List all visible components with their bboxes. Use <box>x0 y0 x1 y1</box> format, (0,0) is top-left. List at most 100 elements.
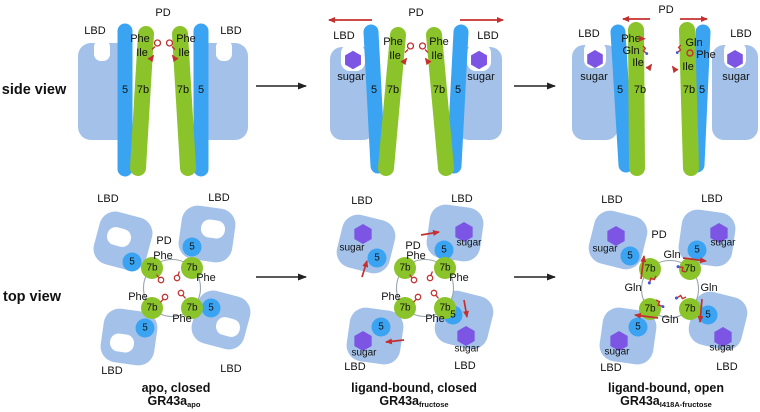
side-panel-mutant-open: PD LBD LBD Phe Gln Ile Gln Phe Ile sugar… <box>572 4 758 176</box>
movement-arrow <box>463 299 469 318</box>
helix7b-label: 7b <box>137 84 149 96</box>
helix5-label: 5 <box>694 245 700 256</box>
helix7b-circle <box>394 297 416 319</box>
helix5-label: 5 <box>208 303 214 314</box>
phenol-stem <box>151 46 156 50</box>
row-label-side-view: side view <box>2 82 67 98</box>
helix7b-label: 7b <box>146 263 158 274</box>
helix7b-label: 7b <box>644 264 656 275</box>
helix7b-label: 7b <box>186 303 198 314</box>
molecule-subscript: fructose <box>419 400 449 409</box>
movement-arrow <box>385 338 405 345</box>
caption-state: ligand-bound, closed <box>351 381 477 395</box>
lbd-label: LBD <box>344 361 365 373</box>
phe-label: Phe <box>381 291 401 303</box>
helix7b-label: 7b <box>684 304 696 315</box>
helix5-circle <box>687 240 707 260</box>
lbd-label: LBD <box>701 193 722 205</box>
helix7b-label: 7b <box>186 263 198 274</box>
sugar-label: sugar <box>710 238 736 249</box>
helix5-circle <box>628 317 648 337</box>
top-panel-apo: 5 5 5 5 7b 7b 7b 7b Phe Phe Phe Phe PD L… <box>93 192 251 377</box>
phenol-ring-icon <box>418 42 427 50</box>
helix5-circle <box>620 246 640 266</box>
helix5-label: 5 <box>705 310 711 321</box>
pd-label: PD <box>155 7 170 19</box>
lbd-body <box>457 47 502 140</box>
helix5-label: 5 <box>122 84 128 96</box>
lbd-label: LBD <box>716 361 737 373</box>
helix5-circle <box>122 252 142 272</box>
lbd-label: LBD <box>97 193 118 205</box>
gln-label: Gln <box>685 37 702 49</box>
molecule-subscript: I418A-fructose <box>660 400 712 409</box>
helix-5 <box>610 24 634 173</box>
gln-label: Gln <box>661 314 678 326</box>
helix5-circle <box>371 317 391 337</box>
helix7b-label: 7b <box>634 84 646 96</box>
sugar-label: sugar <box>456 238 482 249</box>
helix5-label: 5 <box>378 322 384 333</box>
helix5-label: 5 <box>699 84 705 96</box>
side-panel-apo: PD LBD LBD Phe Phe Ile Ile 5 7b 7b 5 <box>78 7 248 177</box>
lbd-label: LBD <box>101 365 122 377</box>
lbd-cavity <box>200 219 226 239</box>
rotation-arrow <box>634 312 659 319</box>
ile-label: Ile <box>389 50 401 62</box>
phe-label: Phe <box>196 272 216 284</box>
ile-label: Ile <box>178 47 190 59</box>
phenol-ring-icon <box>686 49 694 57</box>
helix-7b <box>378 27 406 176</box>
phenol-stem <box>171 46 176 50</box>
helix5-circle <box>434 240 454 260</box>
helix7b-circle <box>679 298 701 320</box>
side-panel-fructose-closed: PD LBD LBD Phe Phe Ile Ile sugar sugar 5… <box>328 7 504 176</box>
helix5-label: 5 <box>198 84 204 96</box>
rotation-arrow <box>697 298 704 323</box>
helix5-circle <box>135 318 155 338</box>
caption-state: ligand-bound, open <box>608 381 724 395</box>
ile-label: Ile <box>431 50 443 62</box>
ile-label: Ile <box>136 47 148 59</box>
helix7b-circle <box>639 258 661 280</box>
helix7b-circle <box>639 298 661 320</box>
helix7b-label: 7b <box>177 84 189 96</box>
lbd-body <box>346 307 404 365</box>
movement-arrow <box>361 260 369 278</box>
phe-label: Phe <box>406 250 426 262</box>
lbd-label: LBD <box>454 360 475 372</box>
sugar-label: sugar <box>709 343 735 354</box>
lbd-label: LBD <box>333 30 354 42</box>
lbd-label: LBD <box>451 193 472 205</box>
sugar-label: sugar <box>454 344 480 355</box>
lbd-label: LBD <box>351 195 372 207</box>
helix-7b <box>628 22 645 176</box>
lbd-label: LBD <box>84 25 105 37</box>
lbd-label: LBD <box>220 25 241 37</box>
lbd-label: LBD <box>730 28 751 40</box>
caption-molecule: GR43aapo <box>148 394 201 409</box>
pd-label: PD <box>658 4 673 16</box>
helix7b-label: 7b <box>387 84 399 96</box>
helix5-label: 5 <box>189 242 195 253</box>
sugar-label: sugar <box>467 71 495 83</box>
helix7b-label: 7b <box>439 263 451 274</box>
phenol-ring-icon <box>406 42 415 50</box>
molecule-name: GR43a <box>379 394 420 408</box>
helix5-label: 5 <box>142 323 148 334</box>
residue-arrow-icon <box>646 65 652 68</box>
caption-molecule: GR43aI418A-fructose <box>620 394 712 409</box>
helix7b-circle <box>141 257 163 279</box>
phe-label: Phe <box>621 33 641 45</box>
helix-7b <box>172 26 196 176</box>
helix5-label: 5 <box>450 310 456 321</box>
molecule-name: GR43a <box>148 394 189 408</box>
helix7b-circle <box>434 297 456 319</box>
helix7b-label: 7b <box>146 303 158 314</box>
sugar-label: sugar <box>351 348 377 359</box>
phe-label: Phe <box>696 49 716 61</box>
helix7b-label: 7b <box>433 84 445 96</box>
gln-label: Gln <box>622 45 639 57</box>
helix7b-label: 7b <box>399 303 411 314</box>
